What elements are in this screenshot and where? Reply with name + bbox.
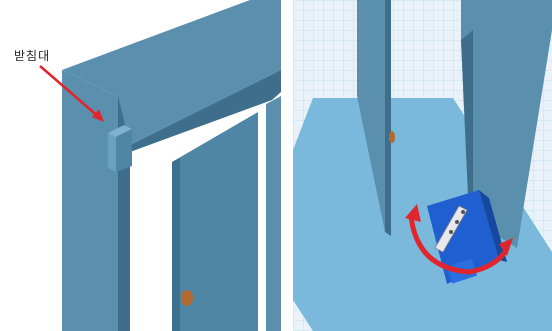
pillar-knob — [389, 131, 395, 143]
support-block-side — [116, 129, 132, 172]
support-block-top — [108, 125, 132, 137]
horn-hole — [455, 220, 459, 224]
door-panel — [172, 112, 258, 331]
horn-hole — [449, 230, 453, 234]
servo-mechanism-illustration — [293, 0, 552, 331]
lintel-underside — [118, 70, 281, 152]
servo-body — [427, 190, 499, 284]
servo-horn — [434, 205, 468, 253]
callout-arrow-head — [92, 109, 104, 122]
door-frame-illustration — [39, 0, 281, 331]
left-door-post — [62, 70, 118, 331]
rotation-arrow-head-right — [499, 238, 513, 256]
right-image-panel — [293, 0, 552, 331]
right-pillar — [461, 0, 552, 248]
support-block-callout-label: 받침대 — [14, 49, 51, 63]
right-door-post — [266, 96, 281, 331]
left-pillar — [357, 0, 385, 232]
door-frame-lintel — [62, 0, 281, 145]
right-pillar-edge — [461, 30, 473, 218]
rotation-arrow-arc — [408, 215, 507, 275]
callout-arrow-line — [39, 65, 101, 119]
left-image-panel: 받침대 — [14, 0, 281, 331]
door-edge — [172, 158, 180, 331]
door-knob — [181, 290, 193, 306]
horn-hole — [461, 210, 465, 214]
support-block-front — [108, 133, 116, 172]
rotation-arrow-head-left — [405, 204, 421, 222]
left-pillar-edge — [385, 0, 391, 236]
